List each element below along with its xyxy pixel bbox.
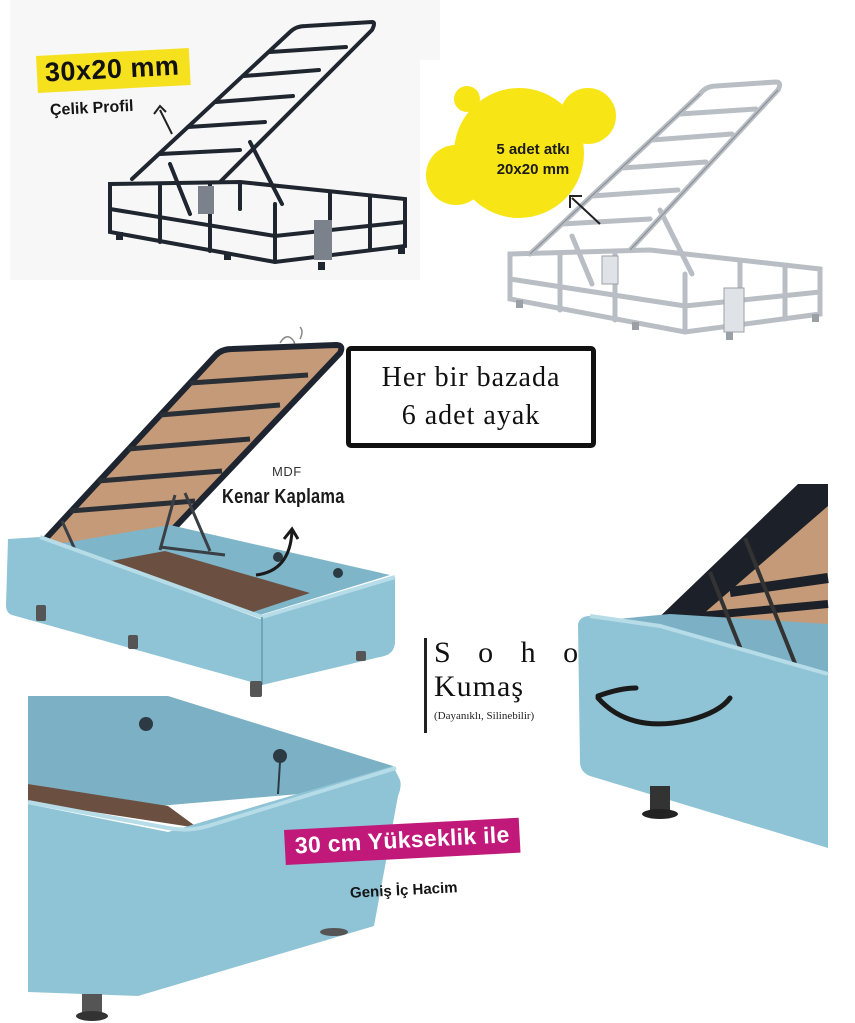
fabric-divider [424,638,427,733]
mdf-label: MDF [272,464,302,479]
slats-info-text: 5 adet atkı 20x20 mm [478,140,588,180]
slats-count: 5 adet atkı [496,141,570,158]
dark-steel-frame-illustration [108,19,407,270]
legs-info-box: Her bir bazada 6 adet ayak [346,346,596,448]
slats-info-bubble [454,88,584,218]
legs-line-1: Her bir bazada [381,362,561,393]
legs-line-2: 6 adet ayak [401,400,541,431]
silver-steel-frame-illustration [507,79,823,340]
fabric-brand-line2: Kumaş [434,670,524,703]
slats-size: 20x20 mm [496,161,570,178]
base-corner-closeup-illustration [28,696,401,1021]
open-bed-base-illustration [6,326,396,697]
edge-cover-label: Kenar Kaplama [222,486,345,508]
fabric-brand-line1: S o h o [434,636,589,669]
fabric-closeup-illustration [578,484,829,848]
fabric-subtitle: (Dayanıklı, Silinebilir) [434,710,535,722]
